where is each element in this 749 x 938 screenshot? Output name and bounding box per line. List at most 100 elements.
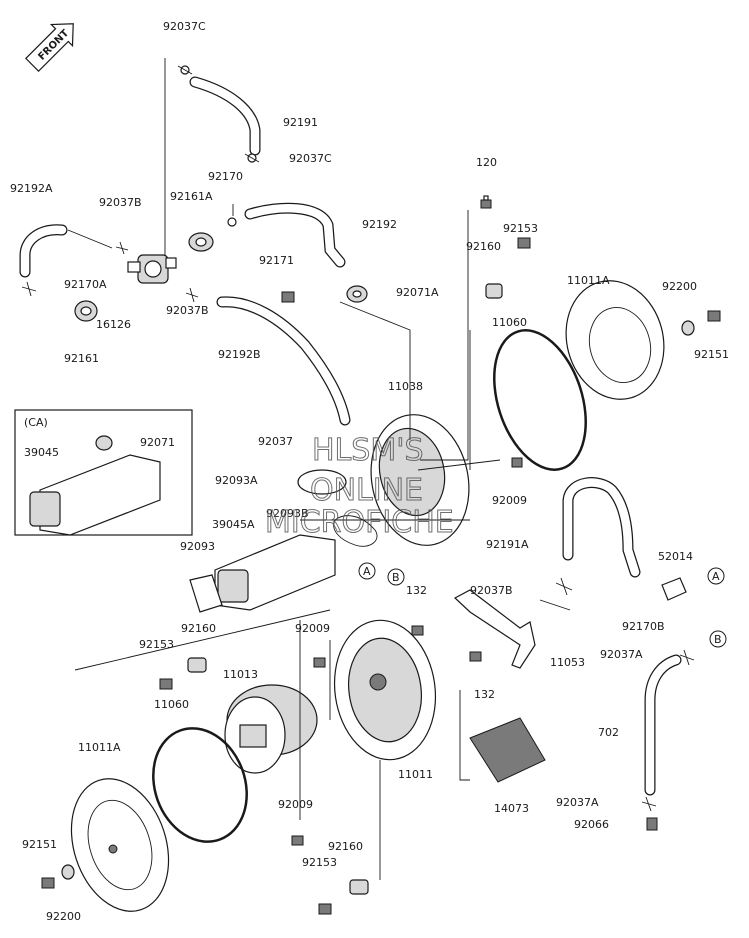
clamp-92170 [227,217,237,227]
label-92200-top: 92200 [662,280,697,293]
leader-lines [67,58,571,880]
sensor-92171 [281,291,295,303]
label-11011: 11011 [398,768,433,781]
label-16126: 16126 [96,318,131,331]
label-11013: 11013 [223,668,258,681]
cover-11011a-right [565,280,665,400]
hose-92192 [244,202,346,268]
filter-element-11013 [224,684,318,774]
callout-a-left: A [358,562,376,580]
hose-92191 [189,76,261,156]
svg-text:A: A [712,570,720,583]
label-92191a: 92191A [486,538,529,551]
label-11053: 11053 [550,656,585,669]
watermark: HLSM'S ONLINE MICROFICHE [265,433,455,541]
hose-92192a [19,224,68,278]
hose-702 [644,654,682,796]
bolt-92009-right [511,457,523,468]
label-92037b-a: 92037B [99,196,142,209]
label-11011a-top: 11011A [567,274,610,287]
label-92191: 92191 [283,116,318,129]
label-132-top: 132 [406,584,427,597]
bolt-92009-upper [313,657,326,668]
label-92160-top: 92160 [466,240,501,253]
label-92153-bottom: 92153 [302,856,337,869]
watermark-line-1: HLSM'S [312,433,424,468]
clamp-92170a [21,281,37,297]
bolt-132-b [469,651,482,662]
element-14073 [469,717,546,783]
label-11038: 11038 [388,380,423,393]
backing-plate-11011 [333,619,437,761]
label-92192: 92192 [362,218,397,231]
label-39045a: 39045A [212,518,255,531]
washer-92200-top [681,320,695,336]
label-92160-left: 92160 [181,622,216,635]
label-92153-top: 92153 [503,222,538,235]
label-92192a: 92192A [10,182,53,195]
label-92170: 92170 [208,170,243,183]
label-92037a-bottom: 92037A [556,796,599,809]
inset-ca-label: (CA) [24,416,48,429]
clamp-92037b-a [115,241,129,255]
label-92153-left: 92153 [139,638,174,651]
callout-b-left: B [387,568,405,586]
bolt-120 [480,195,492,209]
label-92192b: 92192B [218,348,261,361]
label-92066: 92066 [574,818,609,831]
front-arrow-icon: FRONT [24,23,74,73]
label-92037a-top: 92037A [600,648,643,661]
gasket-92093b [333,515,378,547]
label-14073: 14073 [494,802,529,815]
clamp-92037a-top [679,649,695,666]
label-11060-left: 11060 [154,698,189,711]
label-92161a: 92161A [170,190,213,203]
hose-92192b [216,296,351,426]
canister-39045a [214,534,336,611]
grommet-92161 [74,300,98,322]
bolt-92153-top [517,237,531,249]
svg-text:B: B [392,571,400,584]
label-92071: 92071 [140,436,175,449]
callout-b-right: B [709,630,727,648]
bolt-92151-bottom [41,877,55,889]
label-702: 702 [598,726,619,739]
svg-text:B: B [714,633,722,646]
bracket-11053 [453,589,536,669]
base-plate-11038 [370,414,470,546]
seal-ring-11060-left [152,727,248,843]
valve-16126 [127,254,177,284]
watermark-line-2: ONLINE [310,473,423,508]
label-92170a: 92170A [64,278,107,291]
bolt-92153-left [159,678,173,690]
watermark-line-3: MICROFICHE [265,505,454,540]
label-92200-bottom: 92200 [46,910,81,923]
fitting-52014 [661,577,687,601]
clamp-92037c-lower [244,153,260,163]
label-92037c-lower: 92037C [289,152,332,165]
washer-92200-bottom [61,864,75,880]
label-52014: 52014 [658,550,693,563]
label-92037: 92037 [258,435,293,448]
bolt-92153-bottom [318,903,332,915]
gasket-92093 [189,574,223,613]
label-92171: 92171 [259,254,294,267]
clamp-92037b-right [555,577,573,596]
collar-92160-bottom [349,879,369,895]
bolt-92151-top [707,310,721,322]
label-120: 120 [476,156,497,169]
collar-92160-top [485,283,503,299]
part-labels: 92037C 92191 92037C 92170 92192A 92037B … [10,20,729,923]
label-92009-lower: 92009 [278,798,313,811]
label-92161: 92161 [64,352,99,365]
label-92093a: 92093A [215,474,258,487]
callout-a-right: A [707,567,725,585]
bolt-92009-lower [291,835,304,846]
label-132-bottom: 132 [474,688,495,701]
collar-92160-left [187,657,207,673]
label-92093: 92093 [180,540,215,553]
label-92151-top: 92151 [694,348,729,361]
fitting-92066 [646,817,658,831]
